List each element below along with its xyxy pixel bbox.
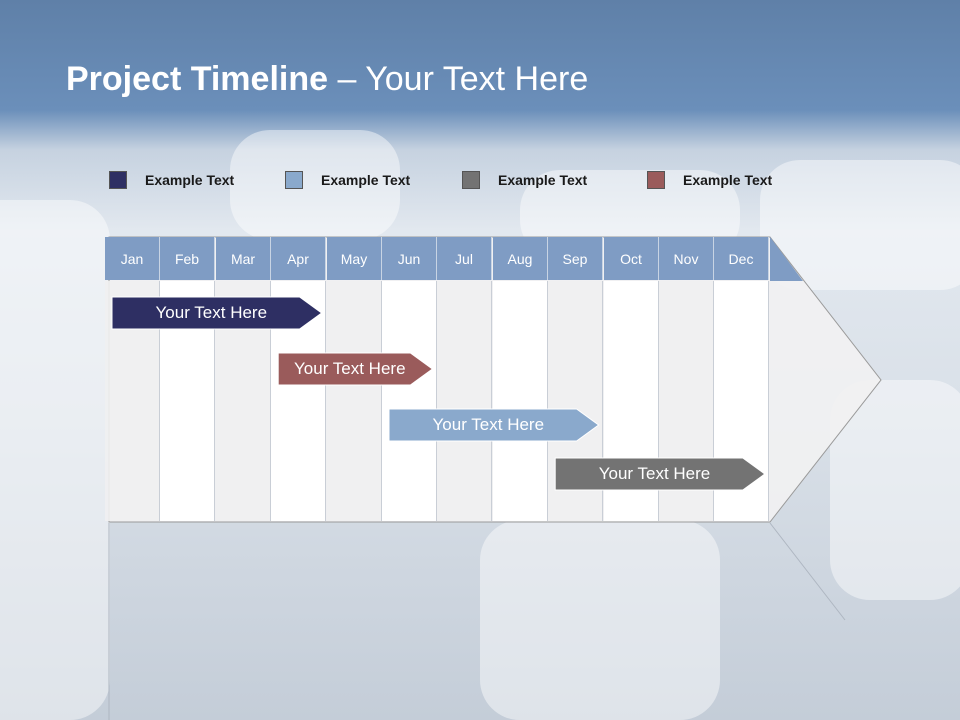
legend-item: Example Text <box>462 170 587 190</box>
month-header: Dec <box>714 237 769 280</box>
legend-item: Example Text <box>647 170 772 190</box>
legend-swatch <box>647 171 665 189</box>
task-label: Your Text Here <box>294 359 406 378</box>
legend-label: Example Text <box>683 172 773 188</box>
month-column <box>493 281 548 521</box>
task-label: Your Text Here <box>155 303 268 322</box>
task-label: Your Text Here <box>432 415 545 434</box>
background-figure <box>480 520 720 720</box>
task-bar <box>277 352 434 386</box>
title-rest: – Your Text Here <box>328 60 589 98</box>
month-header: Jun <box>382 237 437 280</box>
task-bar <box>111 296 323 330</box>
month-header: Mar <box>216 237 271 280</box>
month-header: Sep <box>548 237 603 280</box>
month-column <box>382 281 437 521</box>
title-bold: Project Timeline <box>66 60 329 98</box>
legend-label: Example Text <box>145 172 235 188</box>
task-bar <box>388 408 600 442</box>
month-header: Feb <box>160 237 215 280</box>
month-column <box>437 281 492 521</box>
legend-item: Example Text <box>285 170 410 190</box>
task-label: Your Text Here <box>598 464 711 483</box>
month-header: Jul <box>437 237 492 280</box>
legend-label: Example Text <box>498 172 588 188</box>
month-header: Oct <box>604 237 659 280</box>
slide-title: Project Timeline – Your Text Here <box>66 60 588 99</box>
legend-swatch <box>285 171 303 189</box>
month-header: Nov <box>659 237 714 280</box>
legend-swatch <box>462 171 480 189</box>
legend-swatch <box>109 171 127 189</box>
month-header: Apr <box>271 237 326 280</box>
background-figure <box>0 200 110 720</box>
task-bar <box>554 457 766 491</box>
legend-label: Example Text <box>321 172 411 188</box>
month-header: Aug <box>493 237 548 280</box>
month-column <box>327 281 382 521</box>
month-header: May <box>327 237 382 280</box>
month-header: Jan <box>105 237 160 280</box>
header-arrow-tip <box>770 237 803 281</box>
legend-item: Example Text <box>109 170 234 190</box>
timeline-shadow-right <box>769 522 846 621</box>
background-figure <box>230 130 400 240</box>
